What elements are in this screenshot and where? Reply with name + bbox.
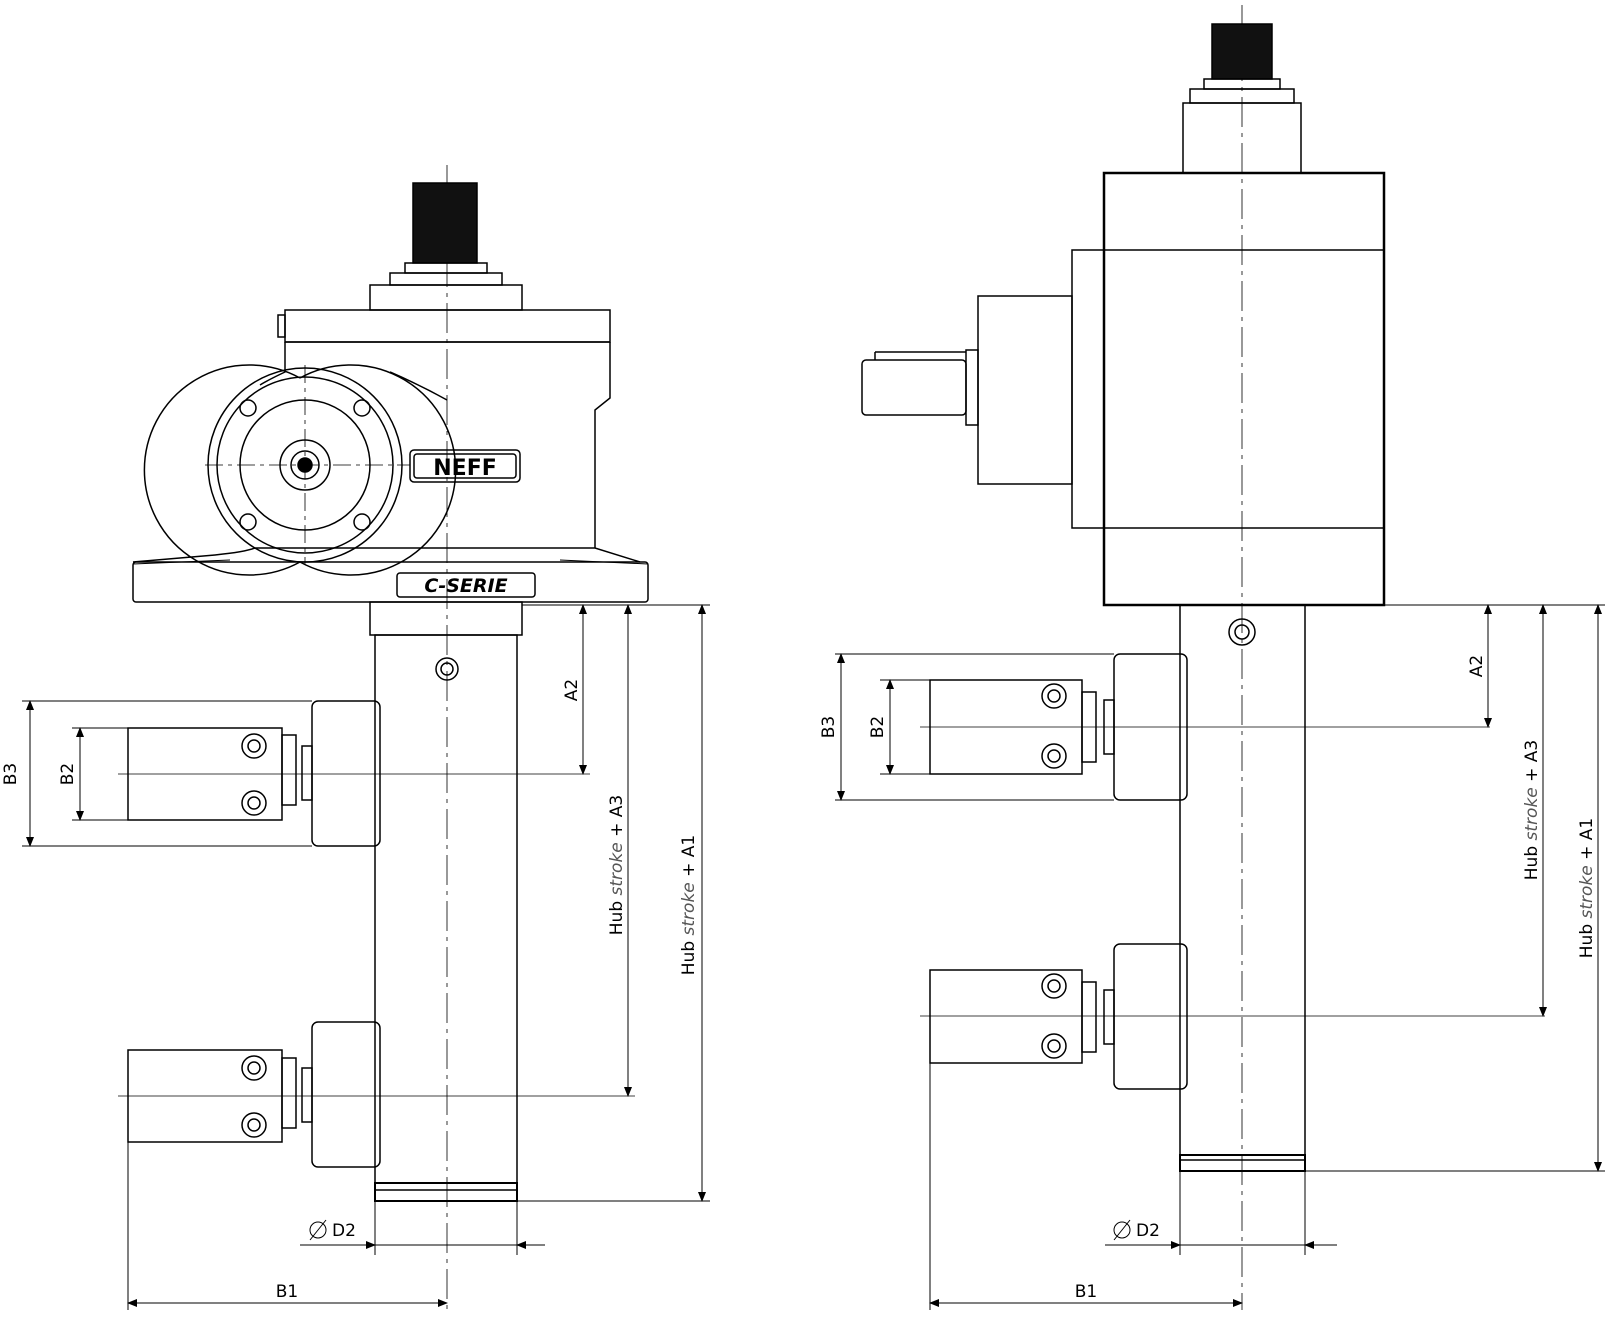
worm-flange [143,364,457,576]
side-dim-a3-label: Hub stroke + A3 [1522,740,1542,880]
limit-switch-lower-side [920,943,1545,1090]
threaded-spindle [369,182,523,311]
dim-a1-label: Hub stroke + A1 [679,835,699,975]
gear-housing [259,309,611,548]
dim-d2-label: D2 [332,1221,356,1241]
side-dim-a1-label: Hub stroke + A1 [1577,818,1597,958]
dim-b2-label: B2 [58,763,78,785]
side-dim-b2-label: B2 [868,716,888,738]
side-dim-d2-label: D2 [1136,1221,1160,1241]
lifting-tube-side [1179,604,1306,1172]
dimensions-side [835,604,1605,1310]
dimensions-front [22,604,710,1310]
dim-a3-label: Hub stroke + A3 [607,795,627,935]
dim-b1-label: B1 [276,1282,298,1302]
side-dim-a2-label: A2 [1467,655,1487,677]
c-serie-logo-text: C-SERIE [424,575,507,597]
neff-logo [409,449,521,483]
side-view: A2 Hub stroke + A3 Hub stroke + A1 B3 B2… [819,5,1605,1310]
limit-switch-lower [118,1021,635,1168]
neff-logo-text: NEFF [433,456,497,481]
gear-housing-side [861,171,1386,607]
side-dim-b1-label: B1 [1075,1282,1097,1302]
dim-b3-label: B3 [1,763,21,785]
lifting-tube [369,601,523,1202]
limit-switch-upper-side [920,653,1490,801]
side-dim-b3-label: B3 [819,716,839,738]
dim-a2-label: A2 [562,679,582,701]
base-plate [132,547,649,603]
front-view: NEFF C-SERIE [1,165,710,1310]
limit-switch-upper [118,700,590,847]
